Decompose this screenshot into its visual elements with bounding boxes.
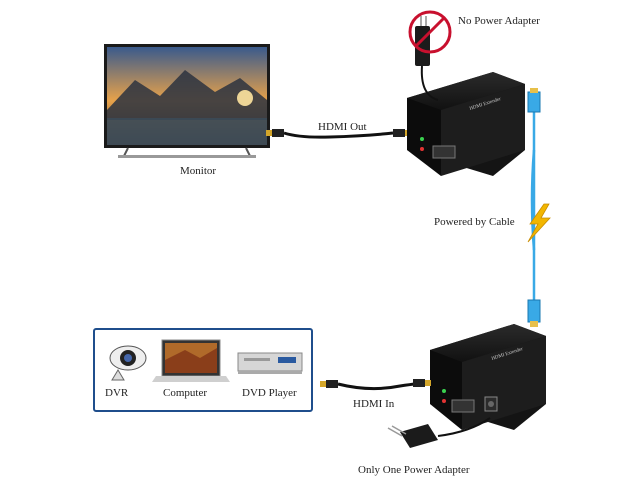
dvd-player-icon bbox=[237, 352, 303, 374]
no-power-adapter-label: No Power Adapter bbox=[458, 15, 540, 27]
laptop-icon bbox=[152, 339, 230, 382]
power-adapter bbox=[387, 417, 491, 448]
receiver-unit: HDMI Extender bbox=[407, 72, 525, 176]
sender-unit: HDMI Extender bbox=[430, 324, 546, 430]
only-one-power-adapter-label: Only One Power Adapter bbox=[358, 464, 470, 476]
cctv-camera-icon bbox=[109, 345, 147, 381]
powered-by-cable-label: Powered by Cable bbox=[434, 216, 515, 228]
source-label-dvd-player: DVD Player bbox=[242, 387, 297, 399]
hdmi-out-label: HDMI Out bbox=[318, 121, 367, 133]
source-label-computer: Computer bbox=[163, 387, 207, 399]
monitor-illustration bbox=[104, 44, 270, 158]
ethernet-cable bbox=[527, 88, 541, 327]
monitor-label: Monitor bbox=[180, 165, 217, 177]
source-label-dvr: DVR bbox=[105, 387, 129, 399]
hdmi-in-cable bbox=[320, 379, 431, 391]
hdmi-in-label: HDMI In bbox=[353, 398, 395, 410]
no-power-adapter-plug bbox=[408, 10, 452, 101]
source-devices-box bbox=[93, 328, 313, 412]
lightning-icon bbox=[527, 203, 551, 243]
